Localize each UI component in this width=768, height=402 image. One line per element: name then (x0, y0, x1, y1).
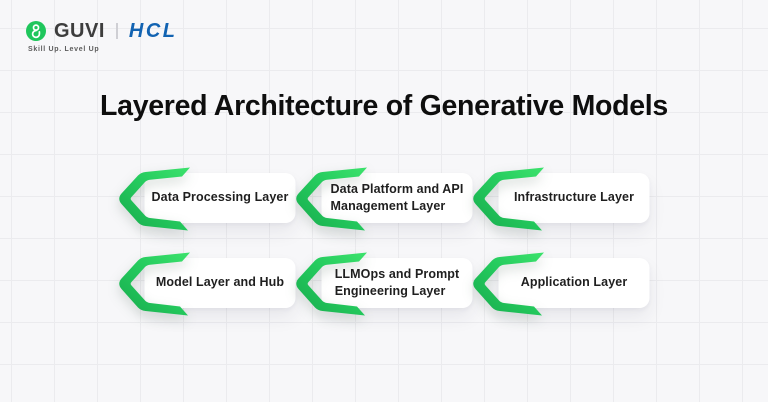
layer-label-line: Model Layer and Hub (155, 275, 285, 290)
layer-label: Model Layer and Hub (145, 258, 296, 308)
layer-label: LLMOps and Prompt Engineering Layer (322, 258, 473, 308)
guvi-wordmark: GUVI (54, 20, 105, 42)
layer-unit-infrastructure: Infrastructure Layer (473, 167, 650, 231)
layer-box (144, 173, 296, 223)
layer-label: Data Platform and API Management Layer (322, 173, 473, 223)
layer-label-line: Data Platform and API (330, 181, 464, 196)
page-title: Layered Architecture of Generative Model… (100, 90, 668, 122)
diagram-row-2: Model Layer and Hub LLMOps and Prompt En… (119, 252, 650, 316)
layer-unit-data-processing: Data Processing Layer (119, 167, 296, 231)
brand-tagline: Skill Up. Level Up (28, 46, 100, 53)
layer-label-line: LLMOps and Prompt (334, 266, 460, 281)
layer-diagram: Data Processing Layer Data Platform and … (119, 167, 650, 316)
layer-label-line: Application Layer (520, 275, 628, 290)
chevron-arrow-icon (119, 252, 190, 316)
layer-label: Data Processing Layer (145, 173, 296, 223)
layer-label-line: Engineering Layer (334, 284, 446, 298)
chevron-arrow-icon (296, 252, 367, 316)
chevron-arrow-icon (119, 167, 190, 231)
layer-box (144, 258, 296, 308)
layer-box (498, 258, 650, 308)
layer-label: Application Layer (499, 258, 650, 308)
layer-unit-model-layer-hub: Model Layer and Hub (119, 252, 296, 316)
layer-unit-data-platform-api: Data Platform and API Management Layer (296, 167, 473, 231)
layer-box (321, 173, 473, 223)
layer-box (498, 173, 650, 223)
brand-logo: GUVI HCL Skill Up. Level Up (26, 21, 178, 53)
chevron-arrow-icon (473, 167, 544, 231)
layer-unit-llmops-prompt: LLMOps and Prompt Engineering Layer (296, 252, 473, 316)
layer-label: Infrastructure Layer (499, 173, 650, 223)
layer-box (321, 258, 473, 308)
chevron-arrow-icon (473, 252, 544, 316)
layer-label-line: Data Processing Layer (151, 190, 289, 205)
layer-label-line: Management Layer (330, 199, 446, 213)
chevron-arrow-icon (296, 167, 367, 231)
layer-unit-application: Application Layer (473, 252, 650, 316)
guvi-g-icon (26, 21, 46, 41)
hcl-wordmark: HCL (128, 20, 178, 42)
layer-label-line: Infrastructure Layer (513, 190, 635, 205)
diagram-row-1: Data Processing Layer Data Platform and … (119, 167, 650, 231)
brand-divider (115, 23, 118, 39)
